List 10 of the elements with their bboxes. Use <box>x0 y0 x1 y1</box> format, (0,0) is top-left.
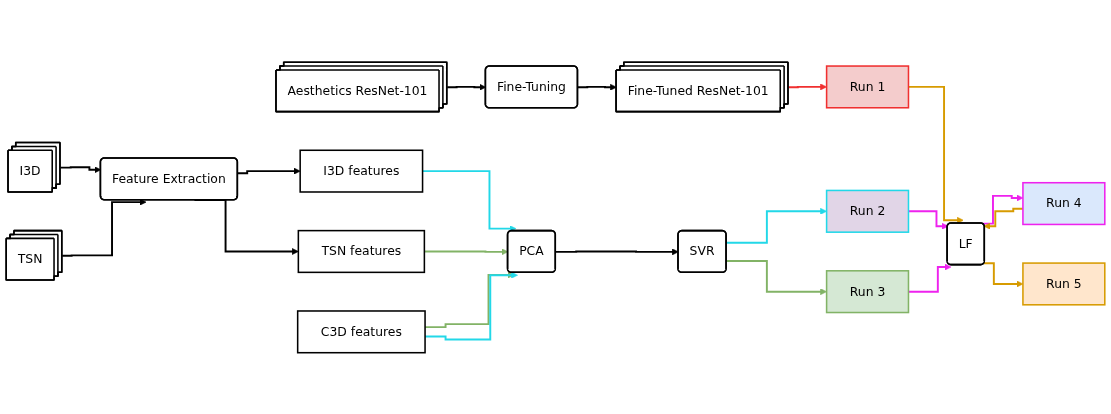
node-box: Run 5 <box>1022 261 1106 306</box>
node-box: C3D features <box>296 309 426 354</box>
arrow <box>61 198 147 257</box>
node-box: Run 3 <box>825 269 910 313</box>
node-box: TSN features <box>297 229 426 273</box>
arrow <box>787 83 827 90</box>
node-box: Run 1 <box>825 64 910 109</box>
node-box: Run 4 <box>1022 181 1106 225</box>
node-box: I3D features <box>299 149 424 193</box>
node-box: Run 2 <box>825 189 910 233</box>
